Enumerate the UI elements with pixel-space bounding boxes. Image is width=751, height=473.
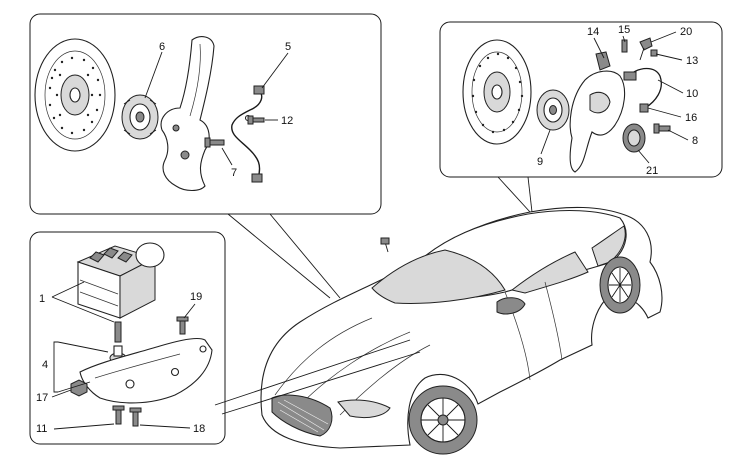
callout-17: 17: [36, 392, 48, 404]
front-wheel-hub: [121, 94, 159, 140]
callout-10: 10: [686, 88, 698, 100]
abs-unit-panel: 1 4 19 17 11 18: [29, 231, 421, 445]
rear-knuckle: [569, 51, 626, 173]
rear-brake-panel: 14 15 20 13 10 16 8 21 9: [439, 21, 723, 213]
callout-12: 12: [281, 115, 293, 127]
rear-speed-sensor: [639, 37, 653, 61]
callout-18: 18: [193, 423, 205, 435]
abs-bracket: [79, 337, 213, 404]
car-illustration: [260, 206, 663, 455]
abs-bolts: [112, 405, 142, 427]
front-bolt: [204, 137, 225, 148]
callout-9: 9: [537, 156, 543, 168]
front-brake-panel: 6 5 12 7: [29, 13, 382, 299]
callout-15: 15: [618, 24, 630, 36]
callout-20: 20: [680, 26, 692, 38]
abs-nut-17: [70, 379, 88, 397]
callout-4: 4: [42, 359, 48, 371]
callout-11: 11: [36, 423, 47, 435]
callout-13: 13: [686, 55, 698, 67]
abs-hydraulic-unit: [76, 242, 165, 319]
callout-5: 5: [285, 41, 291, 53]
front-brake-disc: [34, 38, 116, 152]
abs-screw-19: [176, 316, 189, 335]
callout-8: 8: [692, 135, 698, 147]
rear-wheel-hub: [536, 89, 570, 131]
rear-brake-disc: [462, 39, 532, 145]
rear-bolt: [653, 123, 671, 134]
callout-16: 16: [685, 112, 697, 124]
callout-21: 21: [646, 165, 658, 177]
callout-1: 1: [39, 293, 45, 305]
callout-7: 7: [231, 167, 237, 179]
callout-6: 6: [159, 41, 165, 53]
callout-14: 14: [587, 26, 599, 38]
front-steering-knuckle: [160, 36, 215, 192]
front-screw: [247, 115, 265, 125]
callout-19: 19: [190, 291, 202, 303]
rear-dust-cap: [622, 123, 646, 153]
rear-screws: [621, 39, 658, 57]
rear-sensor-cable: [623, 67, 662, 113]
